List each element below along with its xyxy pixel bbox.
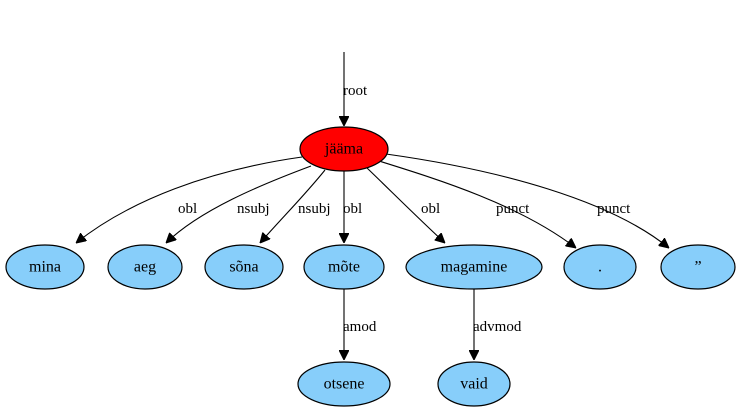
node-mote: mõte [303,244,385,290]
node-label-otsene: otsene [324,376,365,393]
node-label-vaid: vaid [460,376,488,393]
node-sona: sõna [204,244,284,290]
edge-aeg: nsubj [166,165,312,243]
node-aeg: aeg [107,244,183,290]
edge-quote: punct [385,153,669,248]
node-label-mina: mina [29,259,61,276]
edge-root: root [343,52,368,126]
edge-mote: obl [343,171,362,243]
edge-label-root: root [343,83,368,99]
node-label-mote: mõte [328,259,360,276]
edge-period: punct [378,160,576,248]
edge-label-mina: obl [178,201,197,217]
edge-label-quote: punct [597,201,631,217]
edge-label-magamine: obl [421,201,440,217]
node-label-magamine: magamine [441,259,508,276]
node-label-quote: ” [694,259,701,276]
edge-label-mote: obl [343,201,362,217]
node-quote: ” [660,244,736,290]
edge-label-period: punct [496,201,530,217]
edge-vaid: advmod [473,289,522,360]
node-label-aeg: aeg [134,259,156,276]
node-otsene: otsene [297,361,391,407]
edge-sona: nsubj [260,169,331,243]
node-magamine: magamine [405,244,543,290]
edge-otsene: amod [343,288,377,360]
edge-label-aeg: nsubj [237,201,270,217]
node-label-period: . [598,259,602,276]
node-mina: mina [5,244,85,290]
edge-label-vaid: advmod [473,319,522,335]
node-period: . [563,244,637,290]
edge-label-sona: nsubj [298,201,331,217]
node-label-sona: sõna [229,259,258,276]
node-vaid: vaid [437,361,511,407]
node-jaama: jääma [299,126,389,172]
edge-label-otsene: amod [343,319,377,335]
node-label-jaama: jääma [324,141,363,158]
edge-magamine: obl [365,166,445,243]
edge-mina: obl [76,156,303,243]
